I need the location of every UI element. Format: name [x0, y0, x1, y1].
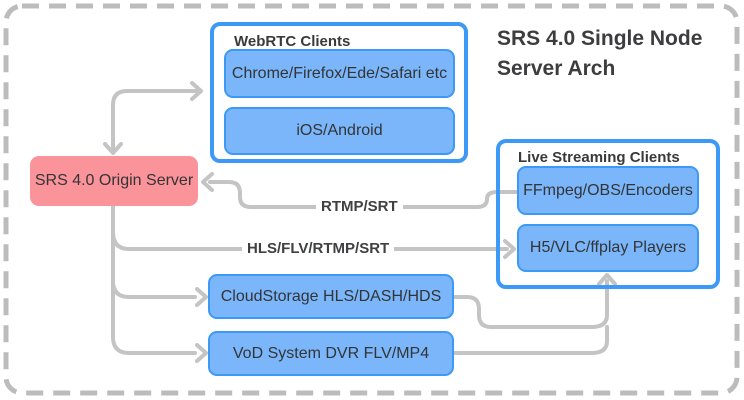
players-node: H5/VLC/ffplay Players — [517, 224, 699, 272]
arrowhead-into-vod — [195, 343, 208, 363]
page-title: SRS 4.0 Single Node Server Arch — [497, 24, 727, 84]
page-title-line1: SRS 4.0 Single Node — [497, 27, 703, 50]
live-streaming-clients-group-title: Live Streaming Clients — [518, 149, 680, 166]
page-title-line2: Server Arch — [497, 57, 616, 80]
arrowhead-into-players-bottom — [597, 273, 617, 286]
arrow-origin-vod — [111, 204, 197, 355]
arrow-origin-players — [111, 230, 509, 251]
vod-system-node: VoD System DVR FLV/MP4 — [208, 331, 454, 376]
webrtc-clients-group-title: WebRTC Clients — [234, 33, 351, 50]
arrow-cloudstorage-players — [453, 279, 609, 329]
arrowhead-into-origin-right — [201, 172, 214, 192]
arrowhead-into-cloudstorage — [195, 287, 208, 307]
arrow-ffmpeg-origin — [208, 180, 519, 209]
cloudstorage-node: CloudStorage HLS/DASH/HDS — [208, 274, 454, 319]
ios-android-node: iOS/Android — [224, 107, 455, 155]
dashed-frame — [3, 3, 740, 396]
ffmpeg-encoders-node: FFmpeg/OBS/Encoders — [517, 166, 699, 215]
browser-clients-node: Chrome/Firefox/Ede/Safari etc — [224, 49, 455, 98]
arrowhead-into-players-left — [503, 239, 516, 259]
webrtc-clients-group: WebRTC Clients Chrome/Firefox/Ede/Safari… — [210, 22, 468, 163]
live-streaming-clients-group: Live Streaming Clients FFmpeg/OBS/Encode… — [496, 139, 720, 289]
origin-server-node: SRS 4.0 Origin Server — [30, 156, 198, 206]
arrow-origin-webrtc — [111, 89, 198, 150]
arrowhead-into-origin-top — [103, 142, 123, 155]
arrowhead-into-webrtc — [190, 81, 203, 101]
arrow-origin-cloudstorage — [111, 279, 197, 299]
edge-label-rtmp-srt: RTMP/SRT — [316, 198, 403, 215]
arrow-vod-players — [453, 325, 609, 355]
edge-label-hls-flv-rtmp-srt: HLS/FLV/RTMP/SRT — [242, 240, 395, 257]
